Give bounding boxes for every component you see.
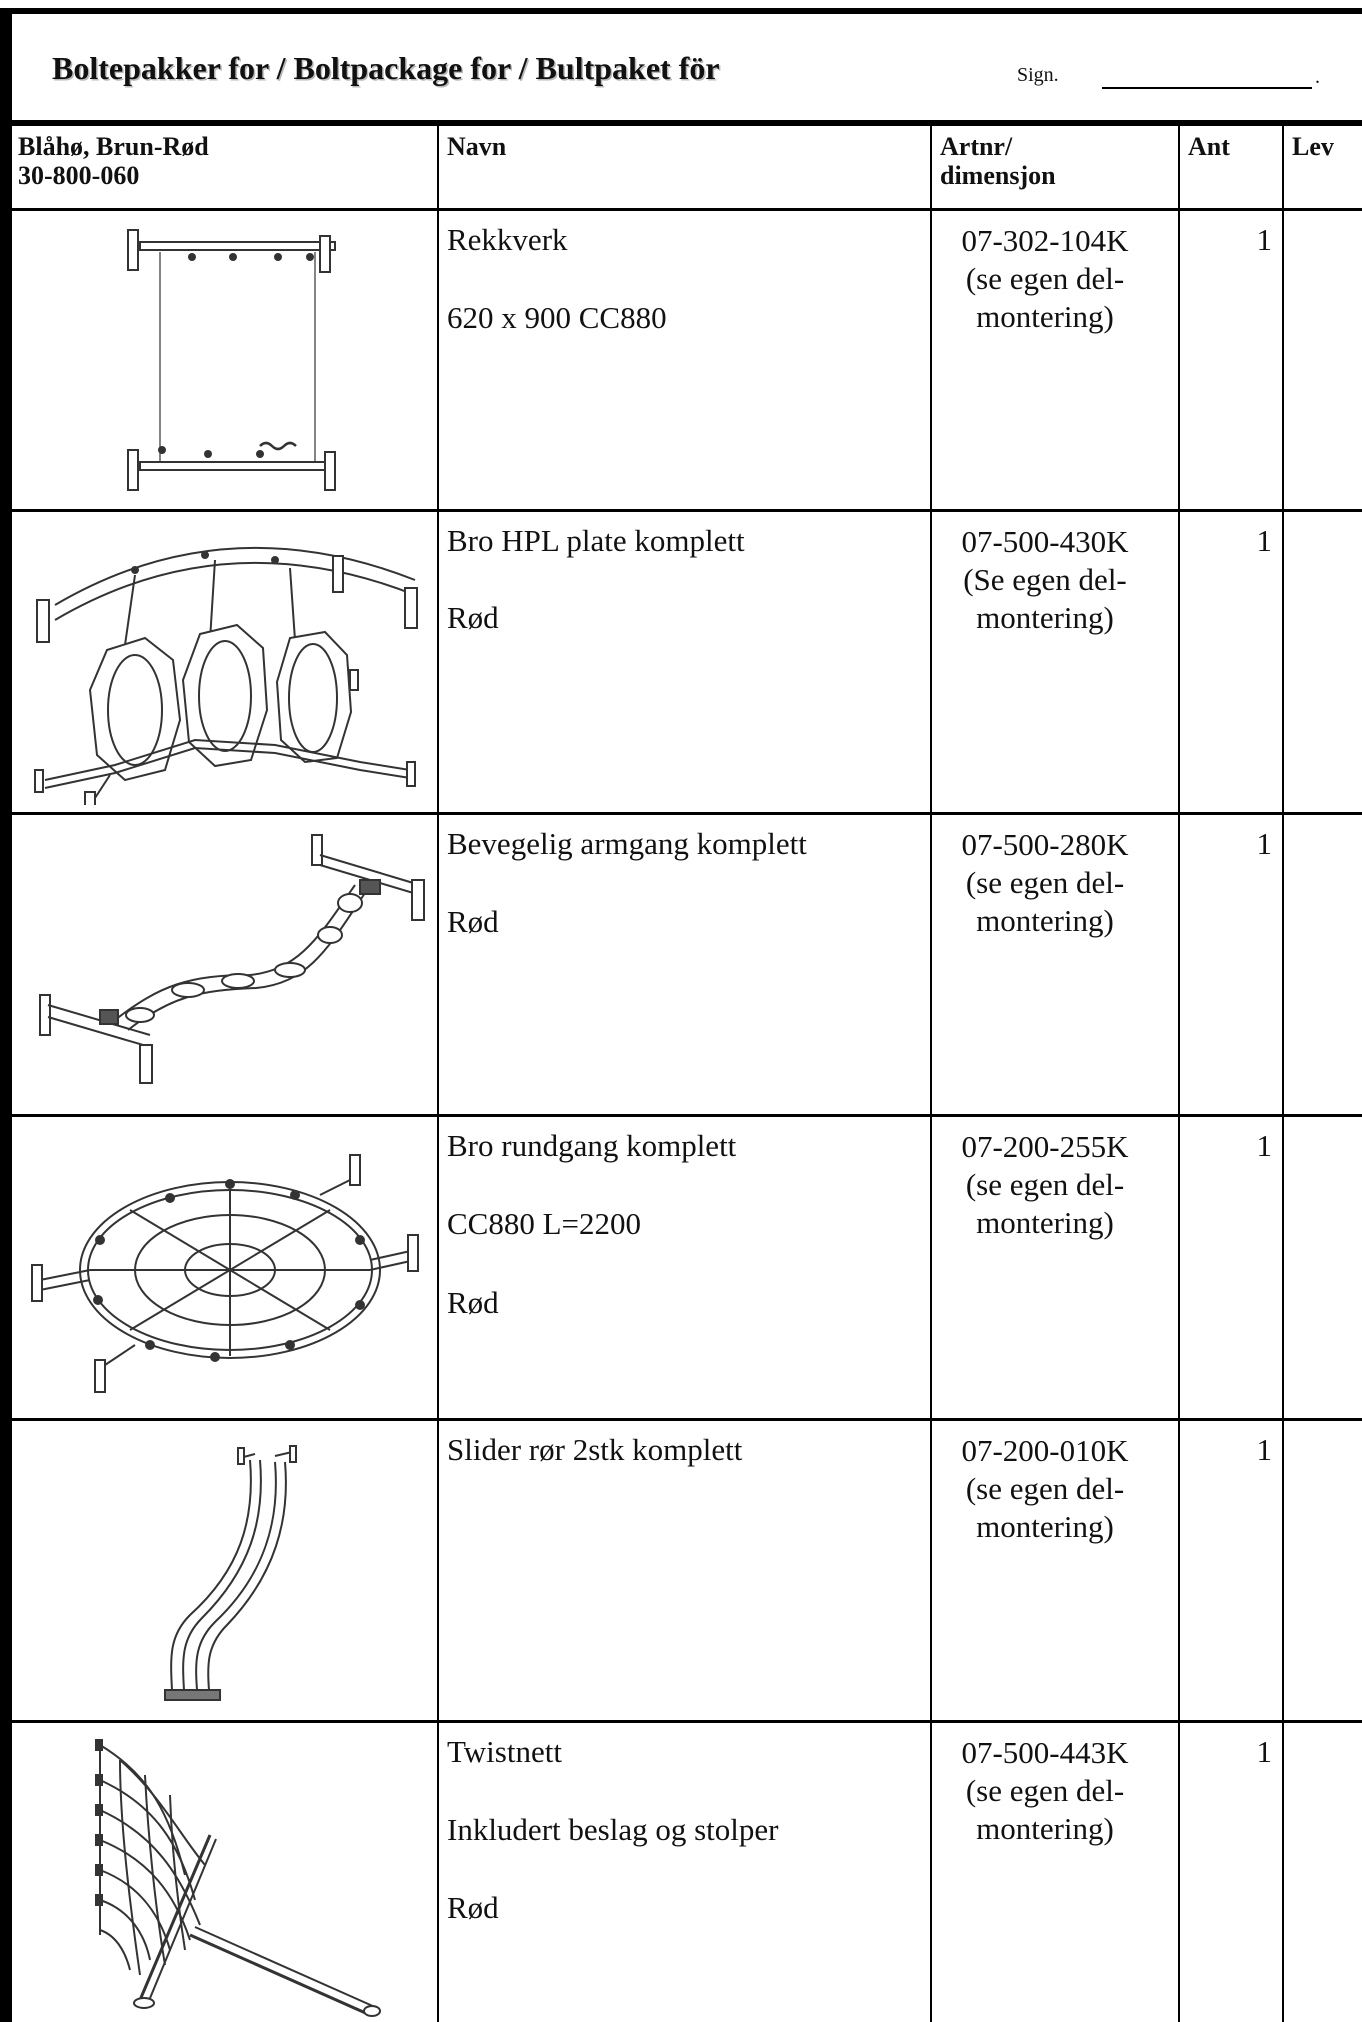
item-description: Inkludert beslag og stolper [447,1812,779,1847]
column-header-name: Navn [447,132,507,161]
column-divider-art [930,126,932,2022]
column-header-art-line1: Artnr/ [940,132,1013,161]
illustration-cell [15,530,430,805]
item-color: Rød [447,904,499,939]
sheet-header: Boltepakker for / Boltpackage for / Bult… [12,14,1362,122]
signature-end-mark: . [1315,66,1320,88]
column-header-art-line2: dimensjon [940,161,1056,190]
art-number-note-cont: montering) [976,903,1114,938]
twist-net-drawing [95,1739,381,2017]
item-name: Bro HPL plate komplett [447,523,745,558]
row-divider [12,509,1362,512]
row-divider [12,1418,1362,1421]
page-title: Boltepakker for / Boltpackage for / Bult… [52,50,720,86]
slide-tubes-drawing [164,1445,297,1701]
illustration-cell [110,1440,525,1710]
quantity-value: 1 [1256,1432,1273,1467]
column-divider-lev [1282,126,1284,2022]
item-name: Slider rør 2stk komplett [447,1432,743,1467]
moving-monkey-bars-drawing [39,834,425,1084]
art-number-note: (se egen del- [965,261,1125,296]
art-number-code: 07-500-280K [961,827,1129,862]
column-header-ant: Ant [1188,132,1230,161]
item-color: Rød [447,1890,499,1925]
art-number-note-cont: montering) [976,299,1114,334]
art-number-note: (Se egen del- [963,562,1127,597]
sign-label: Sign. [1017,64,1059,86]
column-header-item-name: Blåhø, Brun-Rød [18,132,209,161]
bridge-hpl-plate-drawing [34,546,418,805]
art-number: 07-500-430K (Se egen del- montering) [930,523,1160,637]
item-name: Twistnett [447,1734,562,1769]
illustration-cell [20,222,435,502]
column-header-lev: Lev [1292,132,1334,161]
quantity-value: 1 [1256,1734,1273,1769]
illustration-cell [20,825,435,1095]
art-number: 07-500-443K (se egen del- montering) [930,1734,1160,1848]
column-header-art: Artnr/ dimensjon [940,132,1056,190]
art-number-code: 07-302-104K [961,223,1129,258]
art-number: 07-200-255K (se egen del- montering) [930,1128,1160,1242]
art-number-code: 07-200-010K [961,1433,1129,1468]
art-number-note: (se egen del- [965,865,1125,900]
quantity-value: 1 [1256,1128,1273,1163]
item-color: Rød [447,1285,499,1320]
header-divider [0,120,1362,126]
art-number-note-cont: montering) [976,1509,1114,1544]
quantity-value: 1 [1256,826,1273,861]
sheet-left-border [0,8,12,2022]
art-number: 07-302-104K (se egen del- montering) [930,222,1160,336]
row-divider [12,812,1362,815]
round-bridge-drawing [31,1154,419,1393]
art-number-note-cont: montering) [976,600,1114,635]
column-header-item-code: 30-800-060 [18,161,140,190]
column-divider-name [437,126,439,2022]
column-divider-ant [1178,126,1180,2022]
railing-panel-drawing [127,229,336,491]
row-divider [12,1114,1362,1117]
row-divider [12,208,1362,211]
row-divider [12,1720,1362,1723]
quantity-value: 1 [1256,222,1273,257]
quantity-value: 1 [1256,523,1273,558]
item-name: Rekkverk [447,222,568,257]
item-dimension: CC880 L=2200 [447,1206,642,1241]
art-number: 07-200-010K (se egen del- montering) [930,1432,1160,1546]
art-number-note-cont: montering) [976,1811,1114,1846]
item-color: Rød [447,600,499,635]
column-header-item: Blåhø, Brun-Rød 30-800-060 [18,132,209,190]
item-name: Bro rundgang komplett [447,1128,737,1163]
art-number-code: 07-200-255K [961,1129,1129,1164]
art-number-code: 07-500-443K [961,1735,1129,1770]
art-number-note: (se egen del- [965,1471,1125,1506]
signature-line [1102,87,1312,89]
sheet-top-border [0,8,1362,14]
item-name: Bevegelig armgang komplett [447,826,807,861]
illustration-cell [60,1735,475,2022]
art-number-code: 07-500-430K [961,524,1129,559]
art-number-note-cont: montering) [976,1205,1114,1240]
art-number-note: (se egen del- [965,1167,1125,1202]
item-dimension: 620 x 900 CC880 [447,300,667,335]
art-number: 07-500-280K (se egen del- montering) [930,826,1160,940]
art-number-note: (se egen del- [965,1773,1125,1808]
illustration-cell [20,1140,435,1400]
